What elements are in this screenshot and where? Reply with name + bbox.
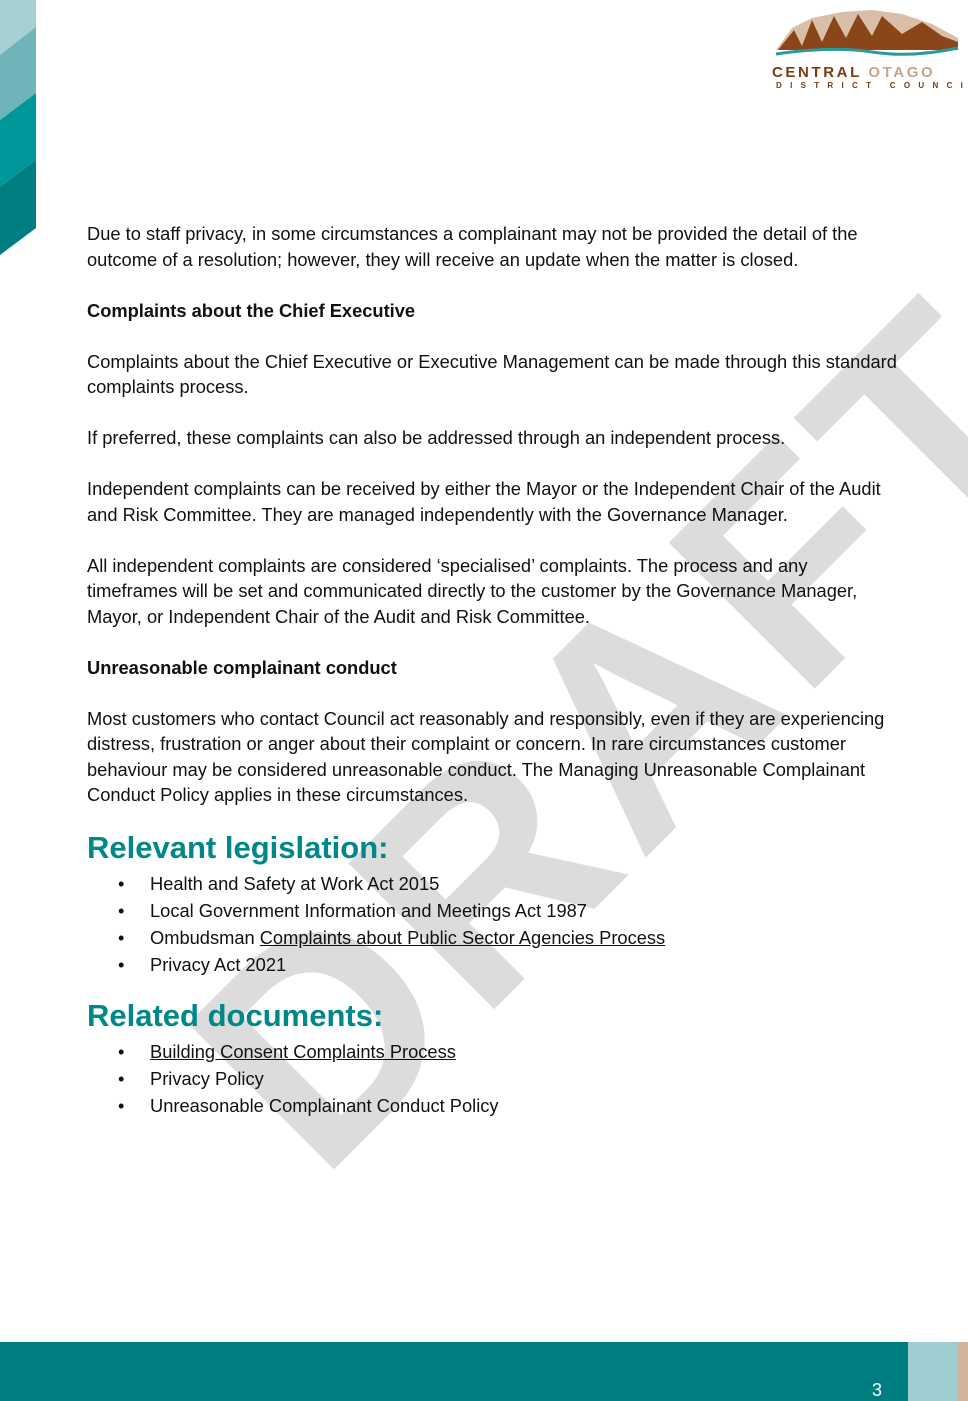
building-consent-link[interactable]: Building Consent Complaints Process xyxy=(150,1040,456,1062)
legislation-list: Health and Safety at Work Act 2015 Local… xyxy=(87,870,897,978)
ombudsman-link[interactable]: Complaints about Public Sector Agencies … xyxy=(259,926,666,948)
list-item-text: Ombudsman xyxy=(150,926,260,948)
logo-text-central: CENTRAL xyxy=(772,64,862,81)
related-documents-list: Building Consent Complaints Process Priv… xyxy=(87,1038,897,1119)
footer-accent-tan xyxy=(958,1342,968,1401)
list-item: Unreasonable Complainant Conduct Policy xyxy=(118,1092,897,1119)
logo-text-district-council: DISTRICT COUNCIL xyxy=(776,81,968,90)
chief-executive-heading: Complaints about the Chief Executive xyxy=(87,299,416,321)
footer-accent-teal xyxy=(908,1342,958,1401)
list-item: Privacy Policy xyxy=(118,1065,897,1092)
paragraph: All independent complaints are considere… xyxy=(87,554,858,627)
list-item: Ombudsman Complaints about Public Sector… xyxy=(118,924,897,951)
unreasonable-conduct-heading: Unreasonable complainant conduct xyxy=(87,656,397,678)
council-logo: CENTRAL OTAGO DISTRICT COUNCIL xyxy=(772,6,968,90)
paragraph: If preferred, these complaints can also … xyxy=(87,427,786,448)
list-item: Health and Safety at Work Act 2015 xyxy=(118,870,897,897)
decorative-side-stripe xyxy=(0,0,36,255)
privacy-paragraph: Due to staff privacy, in some circumstan… xyxy=(87,223,858,270)
footer-bar: 3 xyxy=(0,1342,908,1401)
document-body: Due to staff privacy, in some circumstan… xyxy=(87,221,897,1119)
list-item: Privacy Act 2021 xyxy=(118,951,897,978)
paragraph: Most customers who contact Council act r… xyxy=(87,707,885,806)
list-item: Building Consent Complaints Process xyxy=(118,1038,897,1065)
paragraph: Independent complaints can be received b… xyxy=(87,478,881,525)
logo-text-otago: OTAGO xyxy=(868,64,936,81)
mountain-logo-icon xyxy=(775,10,959,56)
list-item: Local Government Information and Meeting… xyxy=(118,897,897,924)
page-number: 3 xyxy=(871,1380,882,1400)
related-documents-heading: Related documents: xyxy=(87,997,384,1033)
paragraph: Complaints about the Chief Executive or … xyxy=(87,350,897,398)
legislation-heading: Relevant legislation: xyxy=(87,829,389,865)
